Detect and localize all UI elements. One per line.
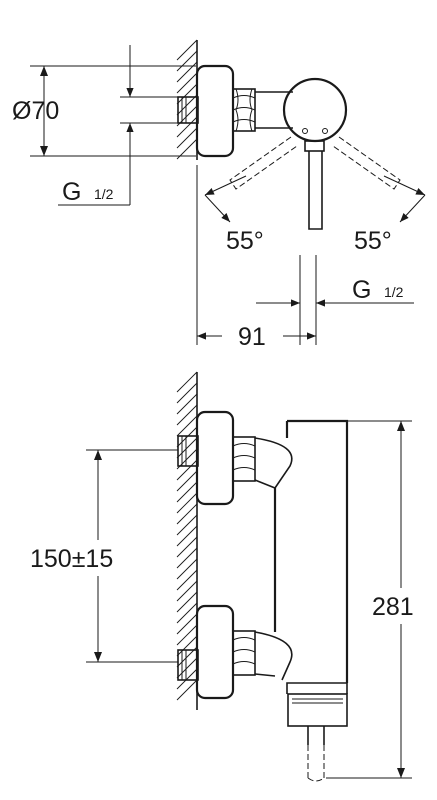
height-label: 281: [372, 593, 414, 621]
diameter-label: Ø70: [12, 97, 59, 125]
lower-connection: [177, 604, 293, 700]
wall-hatch-line: [176, 437, 198, 459]
nut-top: [232, 88, 256, 132]
wall-hatch-line: [176, 61, 198, 83]
body-arm-top: [255, 91, 293, 129]
lever-rotated-left: [229, 136, 298, 190]
wall-hatch-line: [176, 459, 198, 481]
wall-hatch-line: [176, 393, 198, 415]
lever-hub-top: [282, 77, 348, 143]
wall-hatch-line: [176, 679, 198, 701]
wall-hatch-line: [176, 503, 198, 525]
wall-hatch-line: [176, 116, 198, 138]
thread-fraction-right: 1/2: [384, 284, 404, 300]
outlet: [307, 726, 325, 782]
front-view: 150±15 281: [30, 371, 418, 782]
wall-hatch-line: [176, 602, 198, 624]
wall-hatch-line: [176, 481, 198, 503]
wall-hatch-line: [176, 569, 198, 591]
wall-hatch-line: [176, 404, 198, 426]
thread-fraction-left: 1/2: [94, 186, 114, 202]
wall-top: [176, 39, 198, 160]
wall-hatch-line: [176, 668, 198, 690]
wall-hatch-line: [176, 83, 198, 105]
wall-hatch-line: [176, 580, 198, 602]
lever-handle-top: [308, 151, 323, 230]
top-view: Ø70 G 1/2 55° 55° G 1/2 91: [12, 39, 426, 351]
upper-connection: [177, 410, 293, 506]
wall-hatch-line: [176, 94, 198, 116]
thread-label-left: G: [62, 178, 81, 206]
wall-hatch-line: [176, 547, 198, 569]
wall-hatch-line: [176, 657, 198, 679]
wall-hatch-line: [176, 50, 198, 72]
angle-arrow-left: [204, 194, 231, 223]
wall-front: [176, 371, 198, 710]
wall-hatch-line: [176, 624, 198, 646]
lever-collar-top: [304, 140, 325, 152]
wall-hatch-line: [176, 426, 198, 448]
wall-hatch-line: [176, 591, 198, 613]
angle-label-right: 55°: [354, 227, 392, 255]
wall-hatch-line: [176, 470, 198, 492]
wall-hatch-line: [176, 72, 198, 94]
wall-hatch-line: [176, 514, 198, 536]
mixer-body: [273, 419, 349, 727]
lever-rotated-right: [332, 136, 401, 190]
wall-hatch-line: [176, 127, 198, 149]
wall-hatch-line: [176, 613, 198, 635]
thread-label-right: G: [352, 276, 371, 304]
wall-hatch-line: [176, 371, 198, 393]
depth-label: 91: [238, 323, 266, 351]
rosette-top: [195, 64, 235, 158]
wall-hatch-line: [176, 635, 198, 657]
wall-hatch-line: [176, 558, 198, 580]
wall-hatch-line: [176, 525, 198, 547]
spacing-label: 150±15: [30, 545, 113, 573]
wall-hatch-line: [176, 536, 198, 558]
wall-hatch-line: [176, 492, 198, 514]
angle-arrow-right: [399, 194, 426, 223]
wall-hatch-line: [176, 382, 198, 404]
wall-hatch-line: [176, 39, 198, 61]
wall-hatch-line: [176, 415, 198, 437]
angle-label-left: 55°: [226, 227, 264, 255]
